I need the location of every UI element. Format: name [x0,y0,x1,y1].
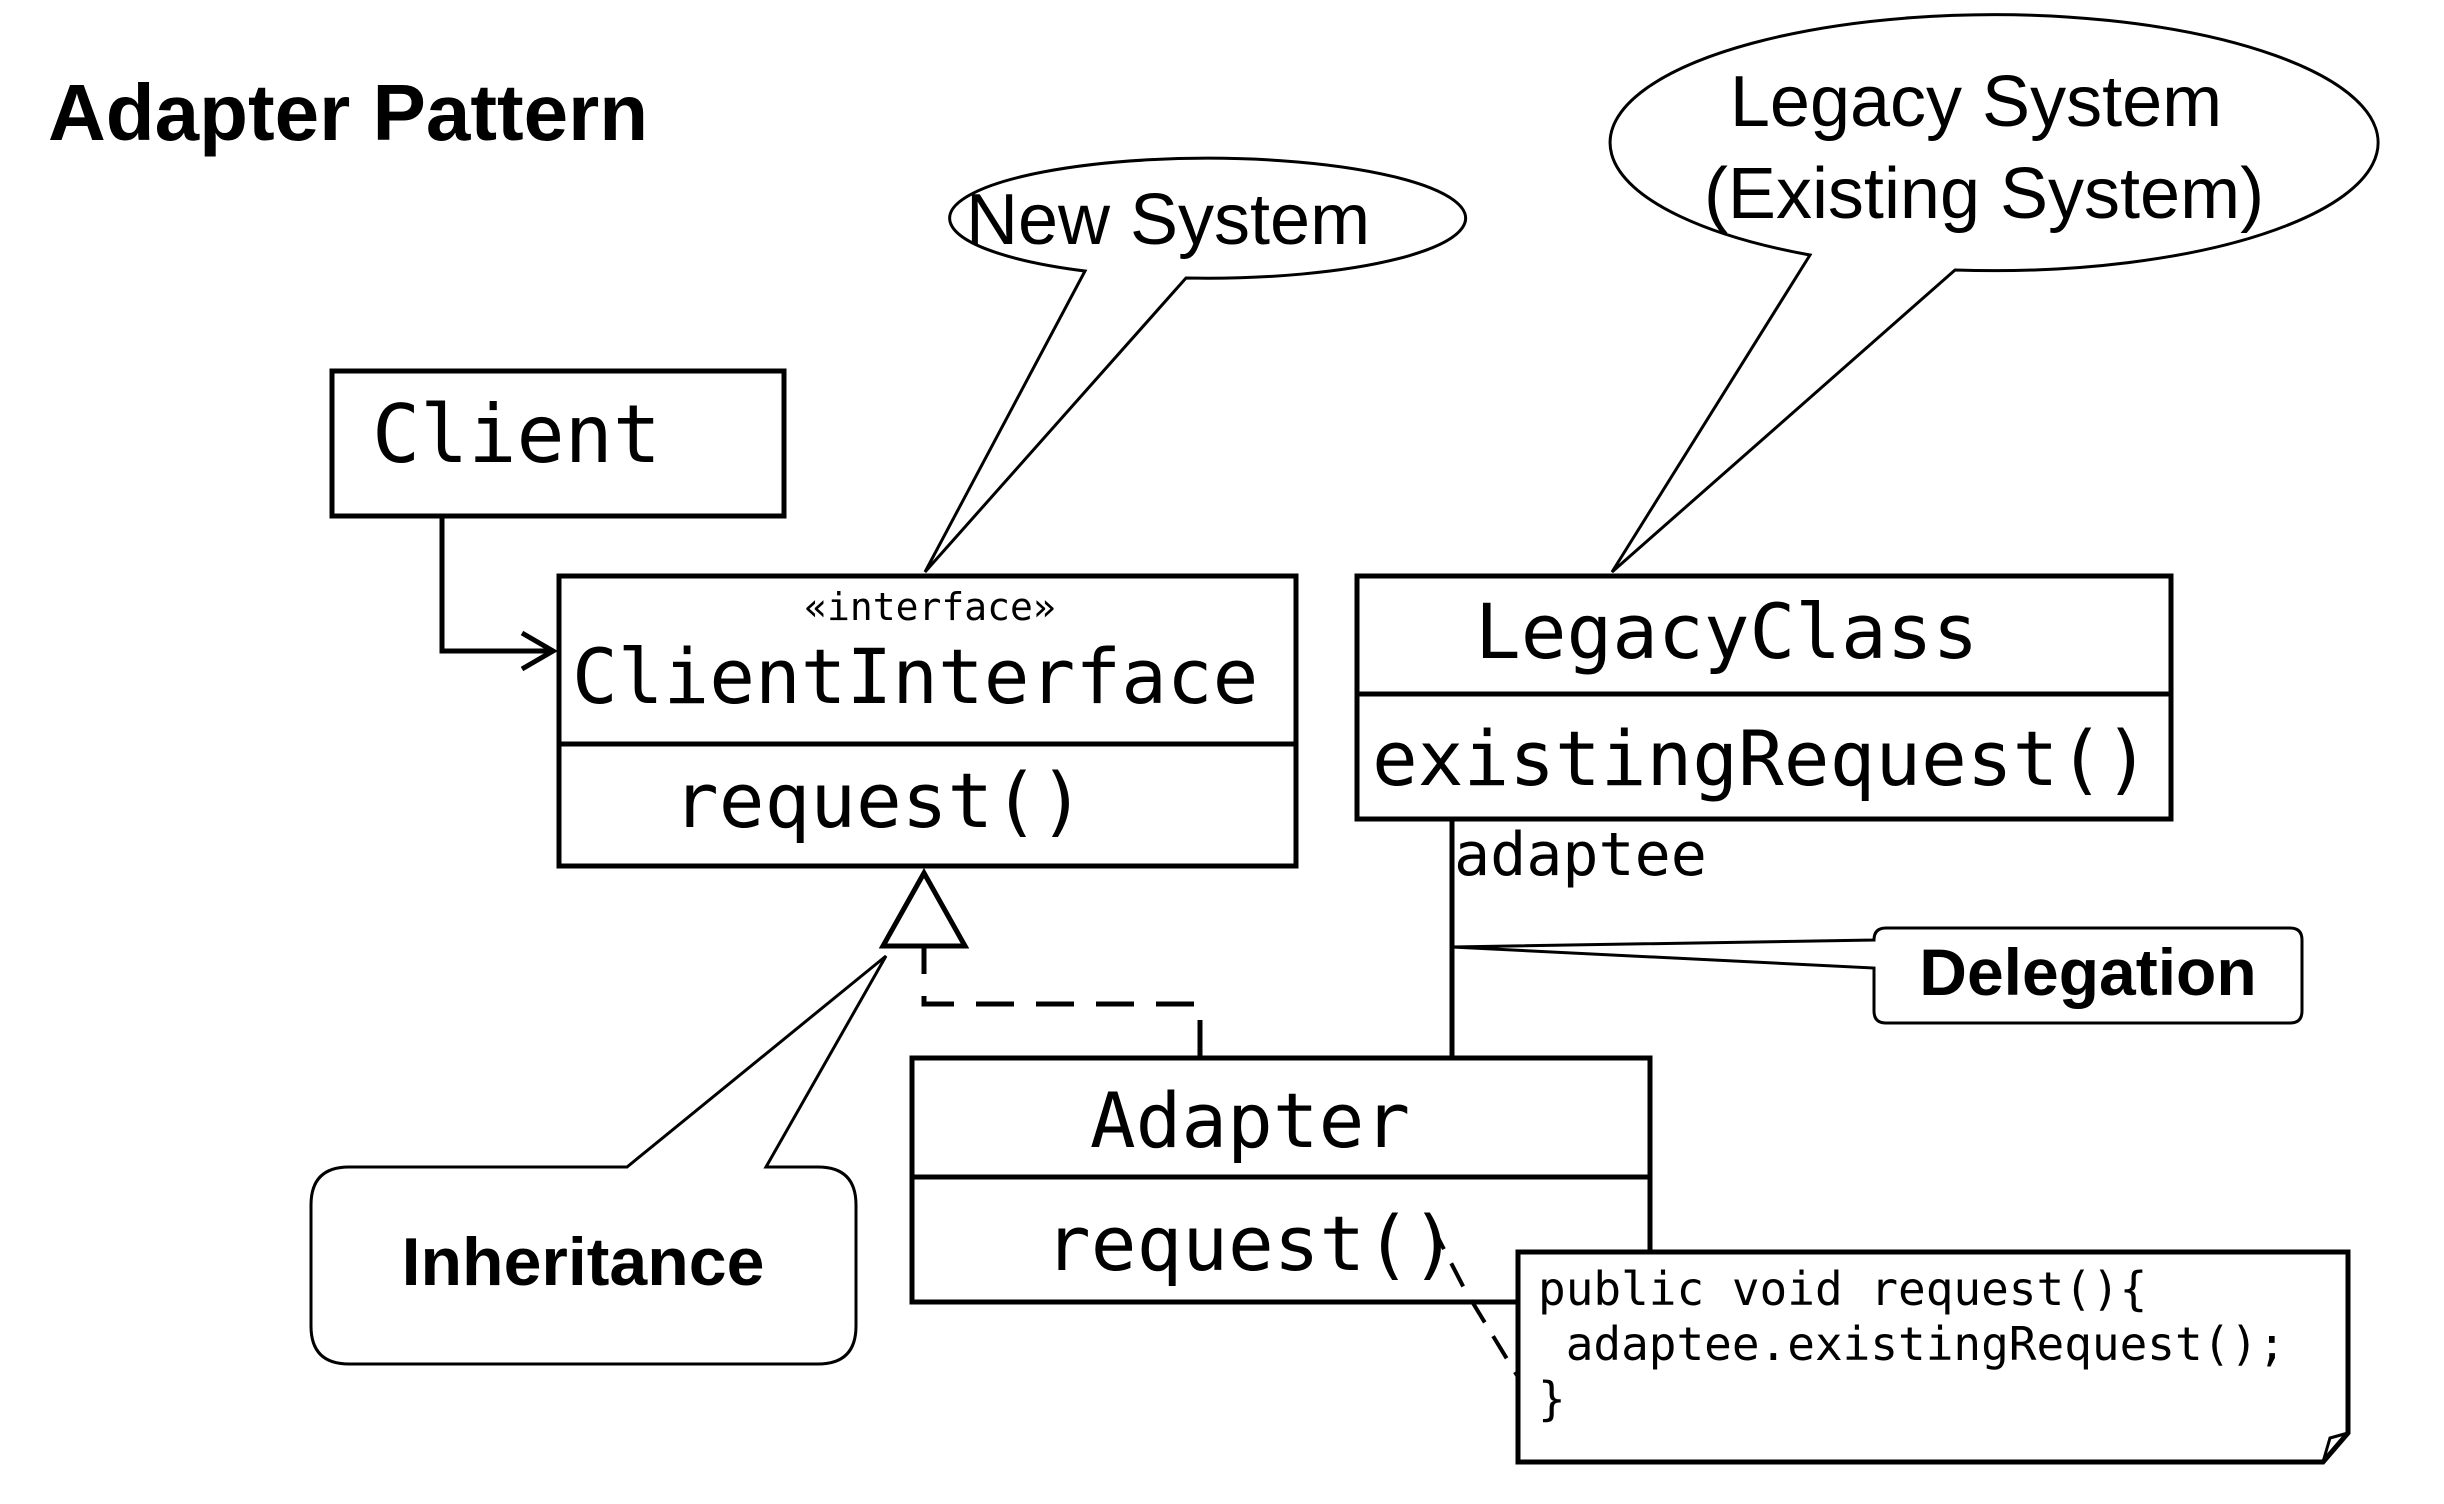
code-note-line2: adaptee.existingRequest(); [1538,1317,2286,1371]
page-title: Adapter Pattern [48,68,648,157]
client-interface-method: request() [673,756,1085,845]
client-interface-stereotype: «interface» [804,585,1056,629]
adapter-class-method: request() [1045,1199,1457,1288]
client-class-name: Client [372,388,661,481]
code-note-line1: public void request(){ [1538,1262,2147,1316]
client-class-box [329,368,787,519]
legacy-system-label-line2: (Existing System) [1704,154,2264,234]
new-system-label: New System [966,180,1370,260]
legacy-system-bubble [1608,13,2380,574]
client-interface-class: «interface» ClientInterface request() [556,573,1299,869]
client-arrowhead [520,630,558,672]
code-note: public void request(){ adaptee.existingR… [1515,1249,2351,1465]
code-note-box [1515,1249,2351,1465]
new-system-callout: New System [923,156,1468,573]
legacy-class-name: LegacyClass [1475,587,1978,676]
client-class: Client [329,368,787,519]
code-note-line3: } [1538,1372,1566,1426]
new-system-bubble [923,156,1468,573]
legacy-class: LegacyClass existingRequest() [1354,573,2174,822]
code-note-fold [2321,1431,2349,1463]
legacy-class-method: existingRequest() [1372,714,2150,803]
client-to-interface-line [439,517,550,654]
adaptee-role-label: adaptee [1454,820,1707,890]
legacy-class-box [1354,573,2174,822]
inheritance-bubble [309,954,888,1366]
inheritance-label: Inheritance [402,1224,765,1300]
realization-triangle [878,867,970,949]
legacy-system-callout: Legacy System (Existing System) [1608,13,2380,574]
inheritance-callout: Inheritance [309,954,888,1366]
client-interface-box [556,573,1299,869]
delegation-label: Delegation [1919,935,2256,1009]
realization-dashed-line [921,946,1203,1058]
adapter-class-name: Adapter [1090,1076,1410,1165]
delegation-callout: Delegation [1451,926,2304,1025]
legacy-system-label-line1: Legacy System [1730,62,2222,142]
delegation-bubble [1451,926,2304,1025]
note-anchor-line [1430,1225,1520,1379]
client-interface-name: ClientInterface [572,632,1258,721]
adapter-class: Adapter request() [909,1055,1653,1305]
